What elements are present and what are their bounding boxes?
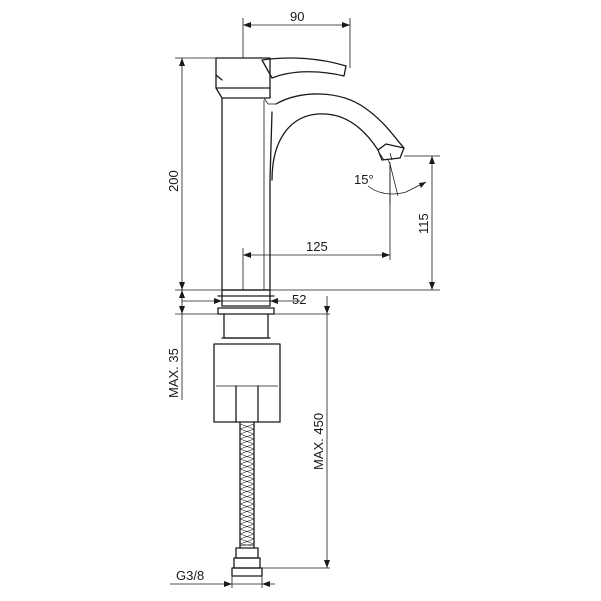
- base-diameter-label: 52: [292, 292, 306, 307]
- dimension-lines: [170, 18, 440, 588]
- aerator-angle-label: 15°: [354, 172, 374, 187]
- total-height-label: 200: [166, 170, 181, 192]
- hose-length-label: MAX. 450: [311, 413, 326, 470]
- deck-thickness-label: MAX. 35: [166, 348, 181, 398]
- flex-hose: [231, 421, 263, 577]
- thread-size-label: G3/8: [176, 568, 204, 583]
- spout-reach-label: 125: [306, 239, 328, 254]
- handle-reach-label: 90: [290, 9, 304, 24]
- deck-mount: [213, 289, 281, 423]
- spout-height-label: 115: [416, 213, 431, 234]
